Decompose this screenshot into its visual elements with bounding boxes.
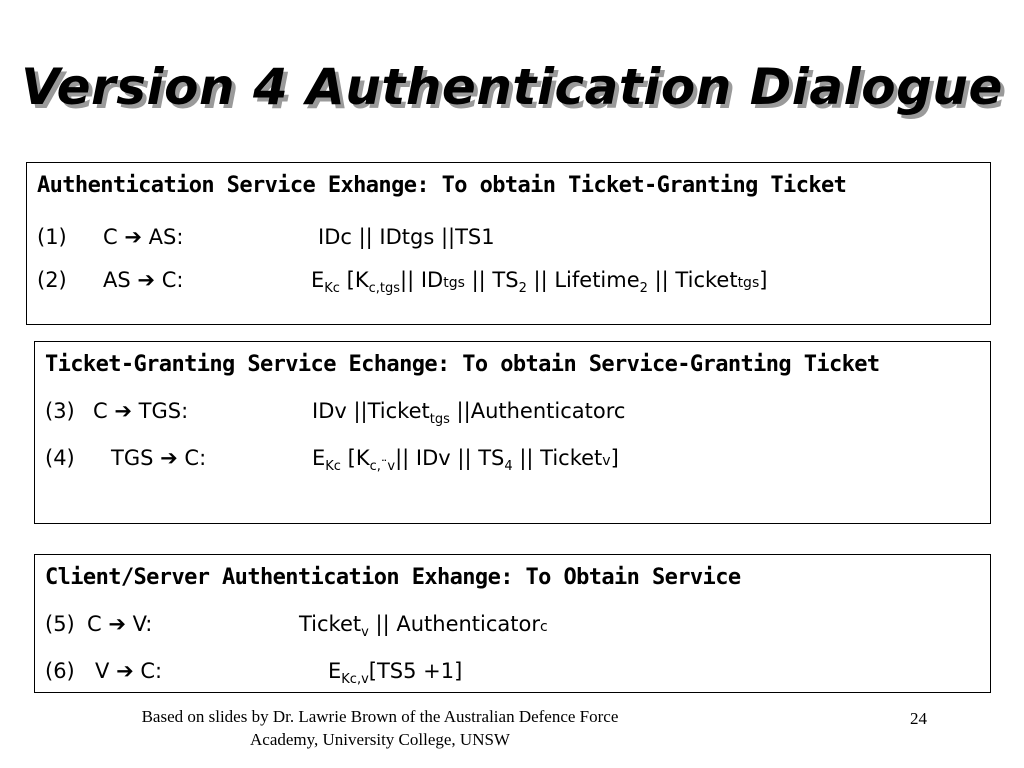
slide-footer: Based on slides by Dr. Lawrie Brown of t… <box>60 705 700 751</box>
step-1-message: IDc || IDtgs ||TS1 <box>318 225 495 249</box>
step-4-message: EKc [Kc,¨v|| IDv || TS4 || Ticketv] <box>312 446 619 474</box>
as-exchange-heading: Authentication Service Exhange: To obtai… <box>37 173 847 198</box>
right-arrow-icon: ➔ <box>137 268 155 292</box>
step-3-number: (3) <box>45 399 75 423</box>
right-arrow-icon: ➔ <box>124 225 142 249</box>
step-5-parties: C ➔ V: <box>87 612 153 636</box>
step-2-number: (2) <box>37 268 67 292</box>
page-number: 24 <box>910 709 927 728</box>
step-1-parties: C ➔ AS: <box>103 225 184 249</box>
slide-title: Version 4 Authentication Dialogue <box>21 58 1003 116</box>
cs-exchange-heading: Client/Server Authentication Exhange: To… <box>45 565 741 590</box>
step-4-number: (4) <box>45 446 75 470</box>
step-3-parties: C ➔ TGS: <box>93 399 189 423</box>
step-6-parties: V ➔ C: <box>95 659 163 683</box>
step-6-number: (6) <box>45 659 75 683</box>
footer-line-1: Based on slides by Dr. Lawrie Brown of t… <box>141 707 619 726</box>
cs-exchange-box: Client/Server Authentication Exhange: To… <box>34 554 991 693</box>
footer-line-2: Academy, University College, UNSW <box>250 730 510 749</box>
step-3-message: IDv ||Tickettgs ||Authenticatorc <box>312 399 626 427</box>
tgs-exchange-box: Ticket-Granting Service Echange: To obta… <box>34 341 991 524</box>
right-arrow-icon: ➔ <box>114 399 132 423</box>
step-2-message: EKc [Kc,tgs|| IDtgs || TS2 || Lifetime2 … <box>311 268 768 296</box>
right-arrow-icon: ➔ <box>108 612 126 636</box>
right-arrow-icon: ➔ <box>116 659 134 683</box>
right-arrow-icon: ➔ <box>160 446 178 470</box>
step-4-parties: TGS ➔ C: <box>111 446 207 470</box>
step-5-message: Ticketv || Authenticatorc <box>299 612 548 640</box>
step-1-number: (1) <box>37 225 67 249</box>
step-2-parties: AS ➔ C: <box>103 268 184 292</box>
step-5-number: (5) <box>45 612 75 636</box>
step-6-message: EKc,v[TS5 +1] <box>328 659 463 687</box>
as-exchange-box: Authentication Service Exhange: To obtai… <box>26 162 991 325</box>
tgs-exchange-heading: Ticket-Granting Service Echange: To obta… <box>45 352 880 377</box>
